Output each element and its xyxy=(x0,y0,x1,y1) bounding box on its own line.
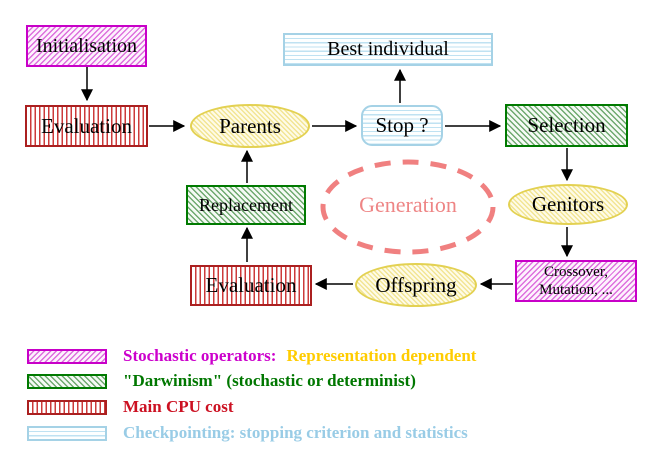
legend-row-checkpointing: Checkpointing: stopping criterion and st… xyxy=(27,423,468,442)
legend-label-checkpointing: Checkpointing: stopping criterion and st… xyxy=(123,423,468,442)
node-evaluation-bottom: Evaluation xyxy=(190,265,312,306)
node-best-individual: Best individual xyxy=(283,33,493,66)
legend-swatch-cyan-stripes xyxy=(27,425,107,441)
node-initialisation: Initialisation xyxy=(26,25,147,67)
node-stop: Stop ? xyxy=(361,105,443,146)
legend-row-darwinism: "Darwinism" (stochastic or determinist) xyxy=(27,371,416,390)
node-replacement: Replacement xyxy=(186,185,306,225)
legend-row-stochastic: Stochastic operators: Representation dep… xyxy=(27,346,477,365)
node-parents: Parents xyxy=(190,104,310,148)
legend-swatch-magenta-hatch xyxy=(27,348,107,364)
legend-row-cpu-cost: Main CPU cost xyxy=(27,397,234,416)
node-offspring: Offspring xyxy=(355,263,477,307)
legend-label-main-cpu-cost: Main CPU cost xyxy=(123,397,234,416)
generation-dashed-ellipse xyxy=(320,159,496,255)
node-selection: Selection xyxy=(505,104,628,147)
node-evaluation-top: Evaluation xyxy=(25,105,148,147)
legend-label-representation-dependent: Representation dependent xyxy=(286,346,477,365)
legend-label-stochastic-operators: Stochastic operators: xyxy=(123,346,277,365)
crossover-line: Crossover, xyxy=(544,264,608,280)
mutation-line: Mutation, ... xyxy=(539,282,613,298)
generation-label: Generation xyxy=(359,192,457,217)
node-crossover-mutation: Crossover, Mutation, ... xyxy=(515,260,637,302)
legend-label-darwinism: "Darwinism" (stochastic or determinist) xyxy=(123,371,416,390)
legend-swatch-green-hatch xyxy=(27,373,107,389)
node-genitors: Genitors xyxy=(508,184,628,225)
legend-swatch-red-stripes xyxy=(27,399,107,415)
